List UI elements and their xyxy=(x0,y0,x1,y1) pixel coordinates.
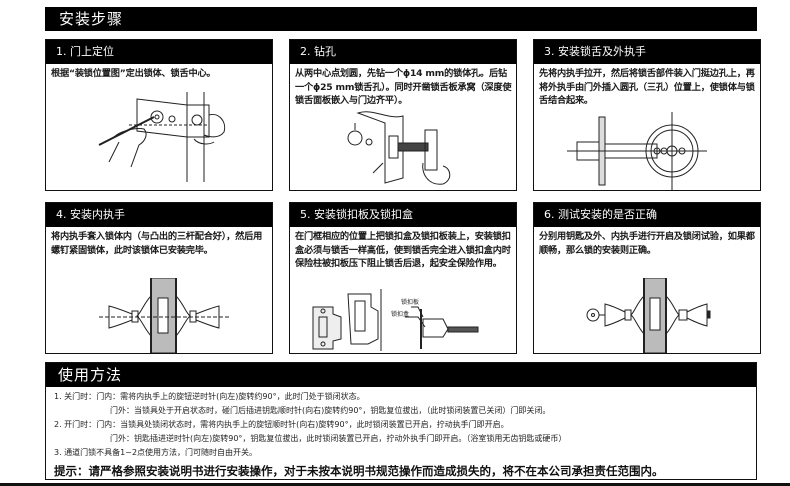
step-title: 4. 安装内执手 xyxy=(46,203,272,227)
step-text: 将内执手套入锁体内（与凸出的三杆配合好），然后用螺钉紧固锁体，此时该锁体已安装完… xyxy=(51,231,263,256)
usage-line: 1. 关门时：门内：需将内执手上的旋钮逆时针(向左)旋转约90°，此时门处于锁闭… xyxy=(54,390,748,404)
step-title: 1. 门上定位 xyxy=(46,40,272,64)
drilling-illustration xyxy=(290,108,516,188)
step-text: 从两中心点划圆，先钻一个ϕ14 mm的锁体孔。后钻一个ϕ25 mm锁舌孔）。同时… xyxy=(295,68,512,106)
usage-prefix: 1. 关门时： xyxy=(54,392,97,401)
page-title: 安装步骤 xyxy=(59,10,124,28)
step-6-panel: 6. 测试安装的是否正确 分别用钥匙及外、内执手进行开启及锁闭试验，如果都顺畅，… xyxy=(533,202,761,354)
inner-handle-illustration xyxy=(46,278,272,353)
step-title: 3. 安装锁舌及外执手 xyxy=(534,40,760,64)
step-1-panel: 1. 门上定位 根据“装锁位置图”定出锁体、锁舌中心。 xyxy=(45,39,273,191)
usage-text: 门外：当锁具处于开启状态时，碰门后插进钥匙顺时针(向右)旋转约90°，钥匙复位拔… xyxy=(110,406,551,415)
usage-section: 使用方法 1. 关门时：门内：需将内执手上的旋钮逆时针(向左)旋转约90°，此时… xyxy=(45,362,757,480)
strike-plate-illustration: 锁扣板 锁扣盒 xyxy=(290,289,516,351)
test-installation-illustration xyxy=(534,278,760,353)
usage-text: 门外：钥匙插进逆时针(向左)旋转90°，钥匙复位拔出，此时锁闭装置已开启，拧动外… xyxy=(110,434,567,443)
usage-prefix: 3. 通道门锁不具备1~2点使用方法，门可随时自由开关。 xyxy=(54,448,258,457)
step-5-panel: 5. 安装锁扣板及锁扣盒 在门框相应的位置上把锁扣盒及锁扣板装上，安装锁扣盒必须… xyxy=(289,202,517,354)
usage-line: 2. 开门时：门内：当锁具处锁闭状态时，需将内执手上的旋钮顺时针(向右)旋转90… xyxy=(54,418,748,432)
step-3-panel: 3. 安装锁舌及外执手 先将内执手拉开，然后将锁舌部件装入门挺边孔上，再将外执手… xyxy=(533,39,761,191)
step-text: 分别用钥匙及外、内执手进行开启及锁闭试验，如果都顺畅，那么锁的安装则正确。 xyxy=(539,231,755,256)
disclaimer-tip: 提示：请严格参照安装说明书进行安装操作，对于未按本说明书规范操作而造成损失的，将… xyxy=(54,464,664,478)
usage-text: 门内：当锁具处锁闭状态时，需将内执手上的旋钮顺时针(向右)旋转90°，此时锁闭装… xyxy=(96,420,509,429)
usage-title: 使用方法 xyxy=(46,363,756,387)
usage-line: 3. 通道门锁不具备1~2点使用方法，门可随时自由开关。 xyxy=(54,446,748,460)
step-title: 6. 测试安装的是否正确 xyxy=(534,203,760,227)
door-marking-illustration xyxy=(46,87,272,182)
usage-line: 门外：钥匙插进逆时针(向左)旋转90°，钥匙复位拔出，此时锁闭装置已开启，拧动外… xyxy=(54,432,748,446)
strike-box-label: 锁扣盒 xyxy=(391,310,409,318)
bottom-divider xyxy=(0,483,790,486)
step-text: 根据“装锁位置图”定出锁体、锁舌中心。 xyxy=(51,68,216,79)
usage-line: 门外：当锁具处于开启状态时，碰门后插进钥匙顺时针(向右)旋转约90°，钥匙复位拔… xyxy=(54,404,748,418)
step-2-panel: 2. 钻孔 从两中心点划圆，先钻一个ϕ14 mm的锁体孔。后钻一个ϕ25 mm锁… xyxy=(289,39,517,191)
step-title: 5. 安装锁扣板及锁扣盒 xyxy=(290,203,516,227)
latch-assembly-illustration xyxy=(534,112,760,190)
usage-text: 门内：需将内执手上的旋钮逆时针(向左)旋转约90°，此时门处于锁闭状态。 xyxy=(96,392,365,401)
step-text: 先将内执手拉开，然后将锁舌部件装入门挺边孔上，再将外执手由门外插入圆孔（三孔）位… xyxy=(539,68,755,106)
step-text: 在门框相应的位置上把锁扣盒及锁扣板装上，安装锁扣盒必须与锁舌一样高低，使到锁舌完… xyxy=(295,231,511,269)
step-4-panel: 4. 安装内执手 将内执手套入锁体内（与凸出的三杆配合好），然后用螺钉紧固锁体，… xyxy=(45,202,273,354)
usage-prefix: 2. 开门时： xyxy=(54,420,97,429)
strike-plate-label: 锁扣板 xyxy=(401,298,419,306)
install-steps-header: 安装步骤 xyxy=(45,7,757,31)
usage-body: 1. 关门时：门内：需将内执手上的旋钮逆时针(向左)旋转约90°，此时门处于锁闭… xyxy=(46,387,756,480)
step-title: 2. 钻孔 xyxy=(290,40,516,64)
